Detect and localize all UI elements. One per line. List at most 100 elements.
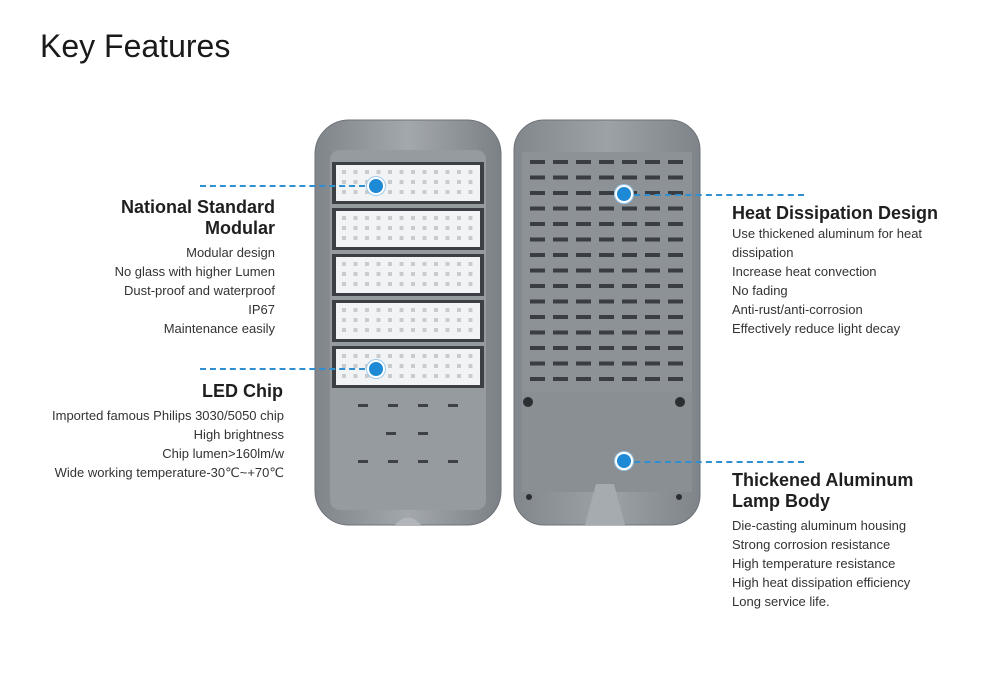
list-item: Anti-rust/anti-corrosion (732, 302, 863, 317)
vent-slot (599, 377, 614, 381)
list-item: Wide working temperature-30℃~+70℃ (54, 465, 284, 480)
vent-slot (622, 361, 637, 366)
list-item: Die-casting aluminum housing (732, 518, 907, 533)
vent-slot (553, 330, 568, 335)
vent-slot (645, 330, 660, 335)
list-item: Modular design (186, 245, 275, 260)
vent-slot (576, 315, 591, 319)
vent-slot (530, 222, 545, 226)
vent-slot (622, 206, 637, 211)
vent-slot (668, 346, 683, 350)
vent-slot (530, 299, 545, 304)
lamp-body-heading-line2: Lamp Body (732, 491, 831, 511)
vent-slot (553, 284, 568, 288)
vent-slot (645, 377, 660, 381)
vent-slot (668, 299, 683, 304)
callout-dot-heat (615, 185, 633, 203)
page-title: Key Features (40, 28, 231, 64)
callout-line-heat (624, 194, 804, 196)
vent-slot (668, 377, 683, 381)
callout-line-national (200, 185, 375, 187)
led-module (332, 300, 484, 342)
vent-slot (645, 160, 660, 164)
vent-slot (599, 330, 614, 335)
vent-slot (576, 330, 591, 335)
vent-slot (668, 253, 683, 257)
street-lamp-illustration (314, 119, 701, 526)
vent-slot (645, 299, 660, 304)
vent-slot (530, 175, 545, 180)
vent-slot (576, 175, 591, 180)
vent-slot (668, 222, 683, 226)
led-module (332, 254, 484, 296)
led-chip-heading: LED Chip (202, 381, 283, 401)
heat-feature-list: Use thickened aluminum for heat dissipat… (732, 224, 992, 338)
vent-slot (645, 361, 660, 366)
vent-slot (599, 299, 614, 304)
callout-dot-national (367, 177, 385, 195)
vent-slot (530, 268, 545, 273)
vent-slot (576, 253, 591, 257)
vent-slot (599, 191, 614, 195)
national-standard-heading: National Standard Modular (60, 197, 275, 239)
vent-slot (645, 191, 660, 195)
vent-slot (530, 361, 545, 366)
list-item: Chip lumen>160lm/w (162, 446, 284, 461)
list-item: Long service life. (732, 594, 830, 609)
vent-slot (622, 346, 637, 350)
vent-slot (530, 315, 545, 319)
list-item: High temperature resistance (732, 556, 896, 571)
vent-slot (622, 175, 637, 180)
vent-slot (576, 361, 591, 366)
vent-slot (622, 299, 637, 304)
vent-slot (645, 346, 660, 350)
vent-slot (553, 160, 568, 164)
vent-slot (599, 315, 614, 319)
vent-slot (530, 377, 545, 381)
back-lamp-view (513, 119, 701, 526)
vent-slot (645, 175, 660, 180)
vent-slot (645, 237, 660, 242)
vent-slot (622, 284, 637, 288)
vent-slot (530, 160, 545, 164)
vent-slot (599, 206, 614, 211)
vent-slot (599, 222, 614, 226)
list-item: IP67 (248, 302, 275, 317)
vent-slot (553, 206, 568, 211)
vent-slot (599, 284, 614, 288)
vent-slot (599, 346, 614, 350)
vent-slot (576, 222, 591, 226)
lamp-body-heading-line1: Thickened Aluminum (732, 470, 914, 490)
vent-slot (599, 268, 614, 273)
national-feature-list: Modular design No glass with higher Lume… (40, 243, 275, 338)
list-item: High heat dissipation efficiency (732, 575, 911, 590)
vent-slot (645, 206, 660, 211)
vent-slot (668, 268, 683, 273)
vent-slot (576, 160, 591, 164)
national-heading-line2: Modular (205, 218, 275, 238)
vent-slot (622, 377, 637, 381)
vent-slot (622, 237, 637, 242)
vent-slot (553, 315, 568, 319)
vent-slot (553, 299, 568, 304)
vent-slot (622, 253, 637, 257)
vent-slot (576, 377, 591, 381)
vent-slot (553, 191, 568, 195)
vent-slot (668, 206, 683, 211)
vent-slot (645, 315, 660, 319)
vent-slot (622, 222, 637, 226)
vent-slot (622, 330, 637, 335)
vent-slot (668, 330, 683, 335)
vent-slot (576, 346, 591, 350)
vent-slot (645, 268, 660, 273)
vent-slot (576, 284, 591, 288)
vent-slot (553, 222, 568, 226)
lamp-body-feature-list: Die-casting aluminum housing Strong corr… (732, 516, 992, 611)
front-lamp-view (314, 119, 502, 526)
led-module (332, 208, 484, 250)
vent-slot (553, 346, 568, 350)
vent-slot (599, 361, 614, 366)
vent-slot (553, 175, 568, 180)
list-item: High brightness (193, 427, 284, 442)
list-item: Use thickened aluminum for heat (732, 226, 923, 241)
